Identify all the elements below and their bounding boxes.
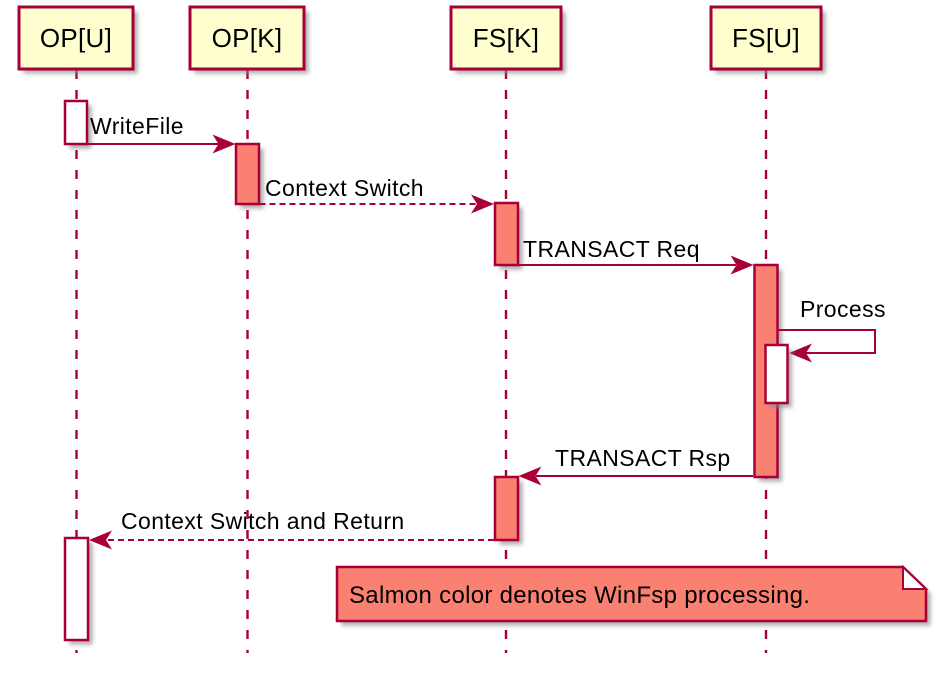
arrowhead <box>89 530 112 550</box>
message-label: Context Switch <box>265 175 424 201</box>
participant-label: FS[K] <box>473 23 540 53</box>
activation-op-u-2 <box>63 536 93 645</box>
activation-fs-k-2 <box>493 475 523 545</box>
activation-bar <box>63 536 90 642</box>
message-line <box>777 329 876 354</box>
message-transact-rsp: TRANSACT Rsp <box>518 445 753 486</box>
participant-fs-u: FS[U] <box>709 5 826 74</box>
arrowhead <box>518 466 542 486</box>
arrowhead <box>730 255 754 275</box>
arrowhead <box>789 343 812 363</box>
participant-label: OP[K] <box>212 23 283 53</box>
participant-label: FS[U] <box>732 23 800 53</box>
participant-op-u: OP[U] <box>17 5 138 74</box>
participant-fs-k: FS[K] <box>449 5 566 74</box>
message-context-switch-return: Context Switch and Return <box>89 508 494 550</box>
message-label: TRANSACT Req <box>523 236 700 262</box>
participant-box <box>17 5 135 71</box>
note-fold-corner <box>902 564 929 590</box>
note: Salmon color denotes WinFsp processing. <box>335 564 931 626</box>
participant-op-k: OP[K] <box>188 5 309 74</box>
message-label: Context Switch and Return <box>121 508 405 534</box>
arrowhead <box>212 134 236 154</box>
participant-box <box>188 5 306 71</box>
participant-label: OP[U] <box>40 23 112 53</box>
message-context-switch: Context Switch <box>259 175 494 214</box>
note-text: Salmon color denotes WinFsp processing. <box>349 582 810 609</box>
activations <box>63 99 782 482</box>
message-label: Process <box>800 296 886 322</box>
message-label: TRANSACT Rsp <box>555 445 731 471</box>
message-label: WriteFile <box>90 113 184 139</box>
message-writefile: WriteFile <box>87 113 236 154</box>
lifelines <box>75 70 768 653</box>
activation-bar <box>493 475 520 542</box>
participant-box <box>449 5 563 71</box>
activation-fs-u-nested <box>764 343 792 408</box>
note-body <box>335 565 928 623</box>
participant-box <box>709 5 823 71</box>
activation-bar <box>764 343 789 405</box>
activation-op-k <box>234 142 261 206</box>
activation-op-u-1 <box>63 99 89 146</box>
arrowhead <box>471 194 494 214</box>
message-process-self: Process <box>777 296 886 363</box>
message-transact-req: TRANSACT Req <box>518 236 754 275</box>
activation-fs-k-1 <box>493 201 520 267</box>
